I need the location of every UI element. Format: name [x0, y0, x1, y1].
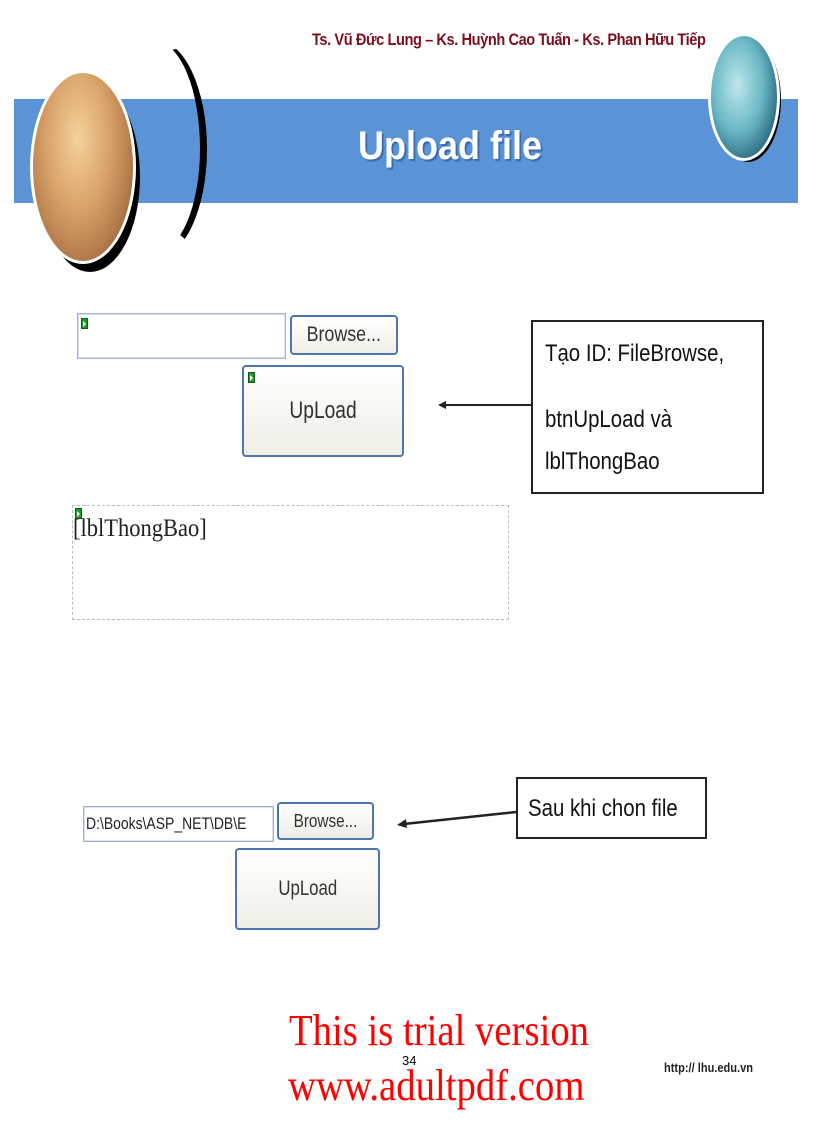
callout-after-select: Sau khi chon file [516, 777, 707, 839]
watermark-line2: www.adultpdf.com [288, 1061, 585, 1110]
arrow-left-icon [397, 810, 517, 828]
decorative-crescent [105, 40, 207, 258]
browse-button-runtime[interactable]: Browse... [277, 802, 374, 840]
file-path-input[interactable]: D:\Books\ASP_NET\DB\E [83, 806, 274, 842]
watermark-line1: This is trial version [289, 1006, 590, 1055]
upload-button-runtime[interactable]: UpLoad [235, 848, 380, 930]
file-browse-input[interactable] [77, 313, 286, 359]
server-control-marker-icon [81, 318, 88, 329]
slide-title: Upload file [357, 124, 542, 168]
arrow-left-icon [438, 401, 532, 409]
page-number: 34 [402, 1053, 417, 1068]
photo-left-image [30, 70, 136, 264]
authors-line: Ts. Vũ Đức Lung – Ks. Huỳnh Cao Tuấn - K… [312, 30, 706, 49]
photo-right-image [708, 33, 780, 161]
upload-button[interactable]: UpLoad [242, 365, 404, 457]
footer-url: http:// lhu.edu.vn [664, 1060, 754, 1075]
callout-ids: Tạo ID: FileBrowse, btnUpLoad và lblThon… [531, 320, 764, 494]
message-label: [lblThongBao] [73, 515, 207, 542]
server-control-marker-icon [75, 508, 82, 519]
message-label-box: [lblThongBao] [72, 505, 509, 620]
server-control-marker-icon [248, 372, 255, 383]
browse-button[interactable]: Browse... [290, 315, 398, 355]
